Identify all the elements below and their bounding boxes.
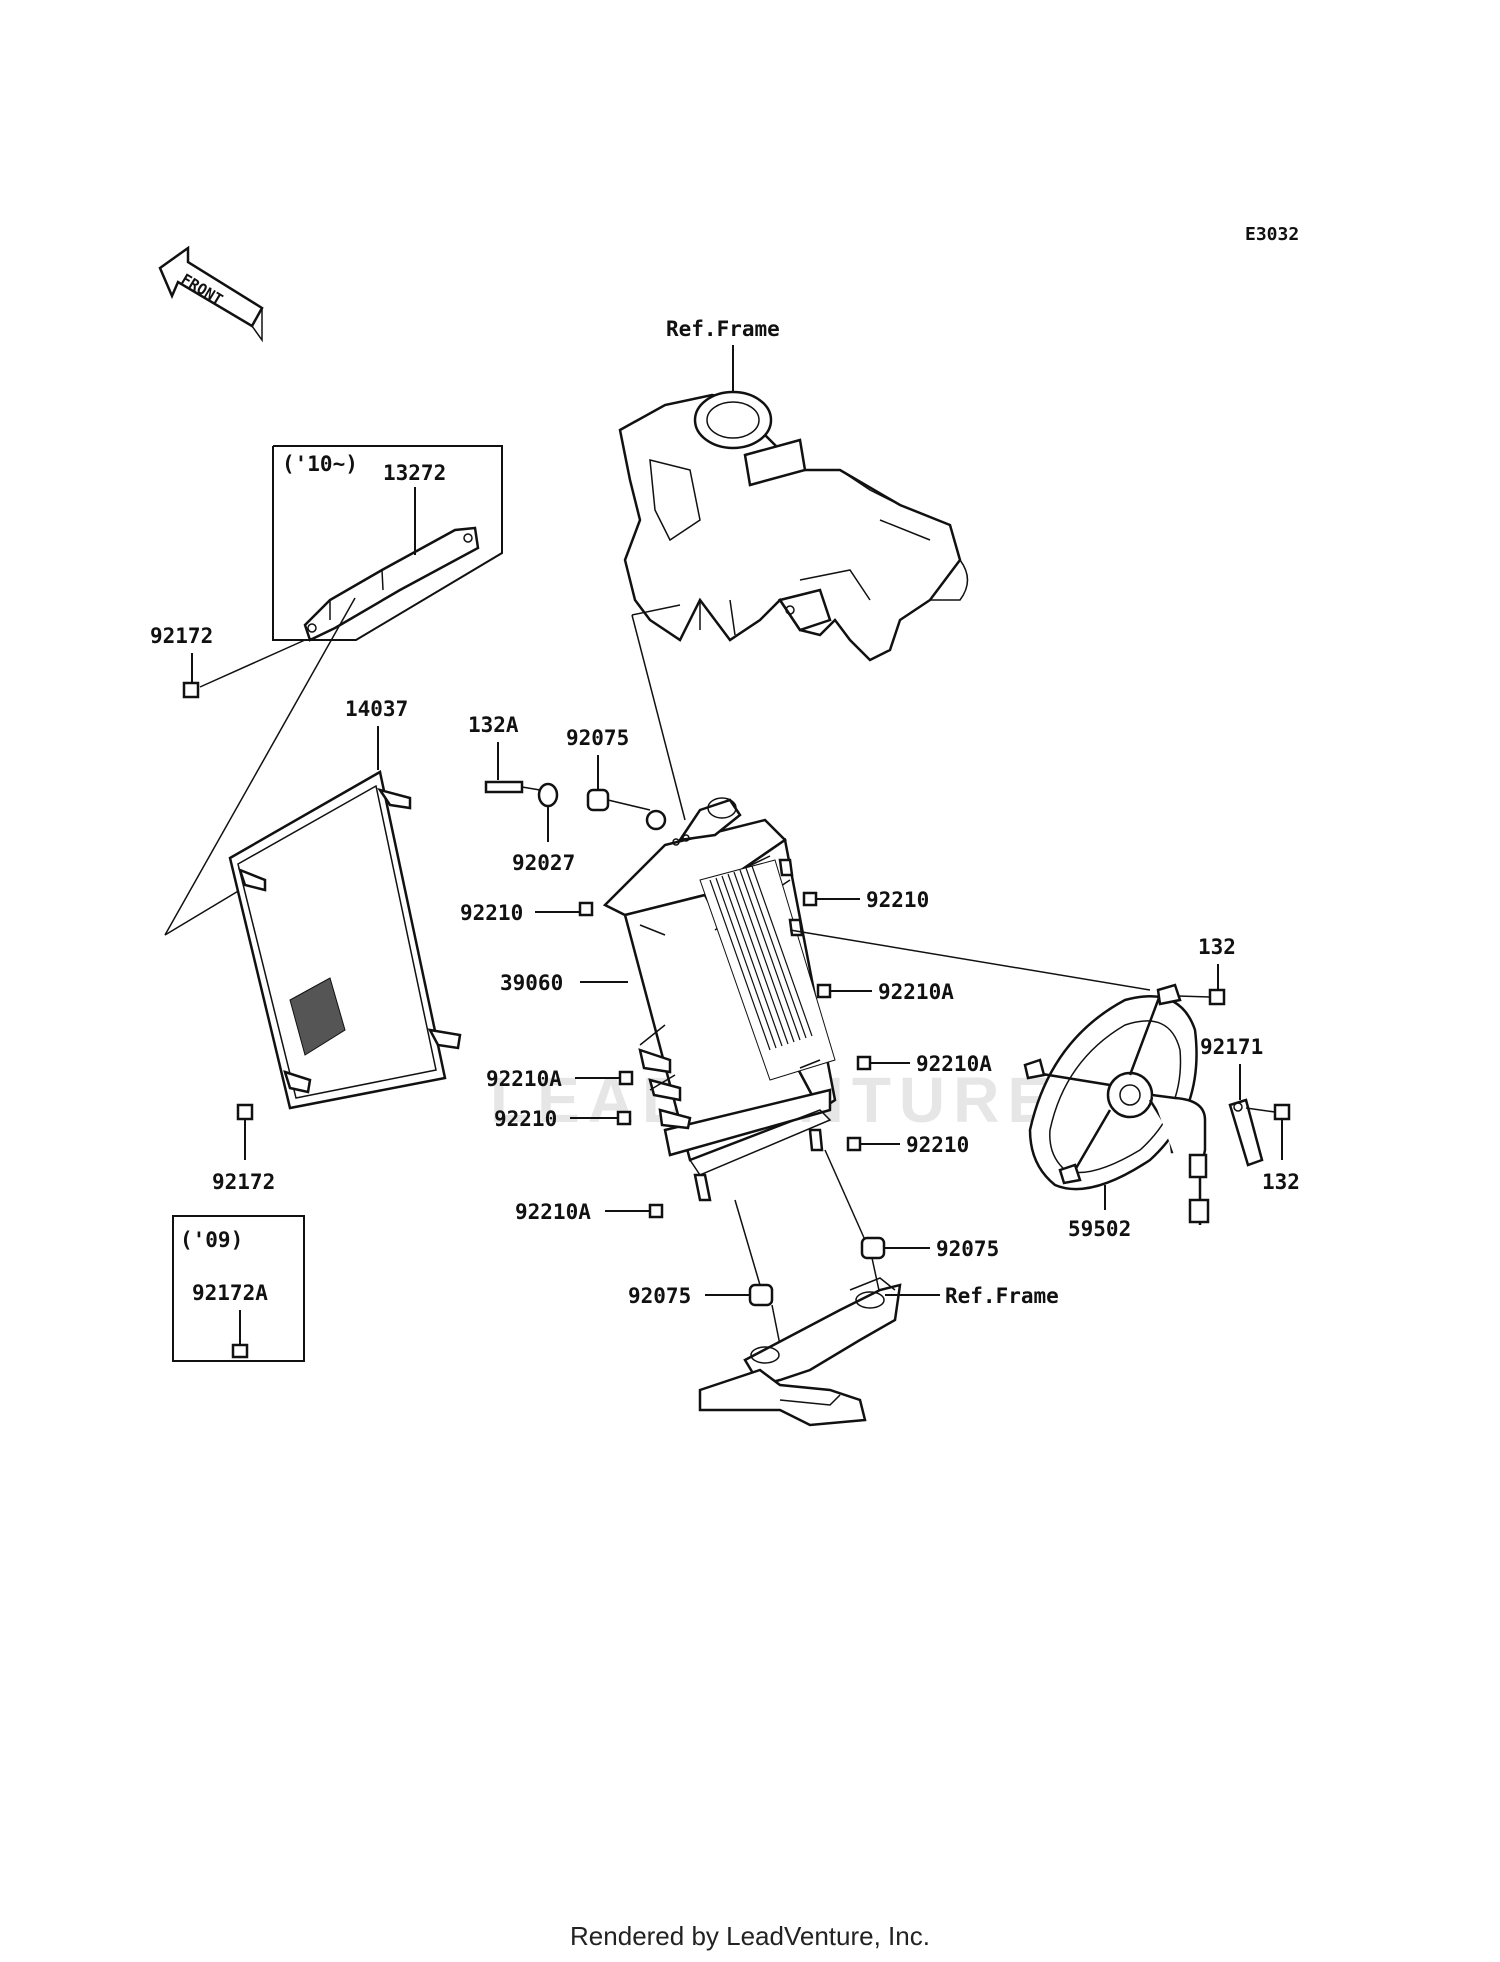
label-92210-2: 92210 <box>866 888 929 912</box>
year-box-bottom: ('09) 92172A <box>172 1215 305 1362</box>
label-92210A-1: 92210A <box>878 980 954 1004</box>
label-92210A-3: 92210A <box>916 1052 992 1076</box>
bolt-132A-icon <box>484 780 524 794</box>
footer-credit: Rendered by LeadVenture, Inc. <box>570 1921 930 1951</box>
part-13272-guard <box>303 526 480 642</box>
label-92210-1: 92210 <box>460 901 523 925</box>
front-arrow-icon: FRONT <box>158 245 264 343</box>
frame-top-section <box>618 390 969 662</box>
label-92171: 92171 <box>1200 1035 1263 1059</box>
grommet-92075-top-icon <box>586 788 610 812</box>
label-92075-left: 92075 <box>628 1284 691 1308</box>
label-59502: 59502 <box>1068 1217 1131 1241</box>
bolt-92172-top-icon <box>182 681 200 699</box>
year-note-bottom: ('09) <box>180 1228 243 1252</box>
year-box-top: ('10~) <box>272 445 503 641</box>
ref-frame-top: Ref.Frame <box>666 317 780 341</box>
grommet-92075-left-icon <box>748 1283 774 1307</box>
grommet-92075-right-icon <box>860 1236 886 1260</box>
label-92210A-2: 92210A <box>486 1067 562 1091</box>
frame-bottom-section <box>698 1277 902 1427</box>
label-92210-3: 92210 <box>494 1107 557 1131</box>
label-92210-4: 92210 <box>906 1133 969 1157</box>
bolt-132-top-icon <box>1208 988 1226 1006</box>
bolt-132-bottom-icon <box>1273 1103 1291 1121</box>
year-note-top: ('10~) <box>282 452 358 476</box>
part-59502-fan <box>1023 983 1210 1225</box>
clamp-92171-icon <box>1228 1098 1264 1167</box>
label-92027: 92027 <box>512 851 575 875</box>
label-92075-right: 92075 <box>936 1237 999 1261</box>
bolt-92172-bottom-icon <box>236 1103 254 1121</box>
part-39060-radiator <box>602 797 837 1202</box>
label-13272: 13272 <box>383 461 446 485</box>
label-92172A: 92172A <box>192 1281 268 1305</box>
label-39060: 39060 <box>500 971 563 995</box>
bolt-92172A-icon <box>231 1343 249 1359</box>
label-92075-top: 92075 <box>566 726 629 750</box>
diagram-code: E3032 <box>1245 224 1299 245</box>
label-132-top: 132 <box>1198 935 1236 959</box>
label-92172-top: 92172 <box>150 624 213 648</box>
label-92210A-4: 92210A <box>515 1200 591 1224</box>
label-132A: 132A <box>468 713 519 737</box>
label-132-bottom: 132 <box>1262 1170 1300 1194</box>
label-14037: 14037 <box>345 697 408 721</box>
label-92172-bottom: 92172 <box>212 1170 275 1194</box>
ref-frame-bottom: Ref.Frame <box>945 1284 1059 1308</box>
washer-92027-icon <box>537 782 559 808</box>
part-14037-mesh-panel <box>228 770 462 1110</box>
